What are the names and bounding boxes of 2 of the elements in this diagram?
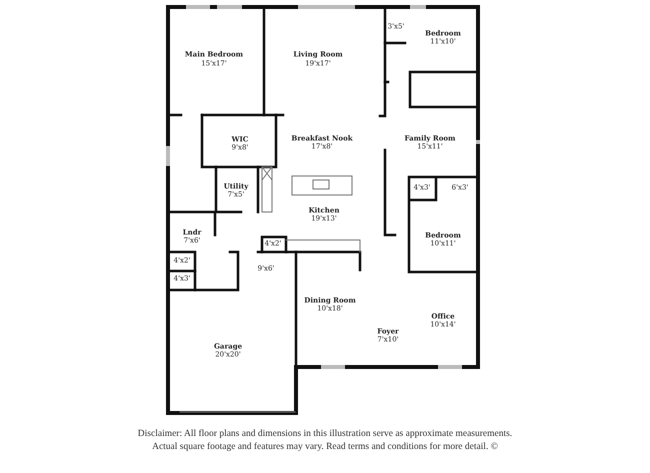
disclaimer-text: Actual square footage and features may vary. Read terms and conditions for more detail. © [151, 442, 499, 452]
disclaimer-text: Disclaimer: All floor plans and dimensions in this illustration serve as approximate measurements. [136, 429, 514, 439]
